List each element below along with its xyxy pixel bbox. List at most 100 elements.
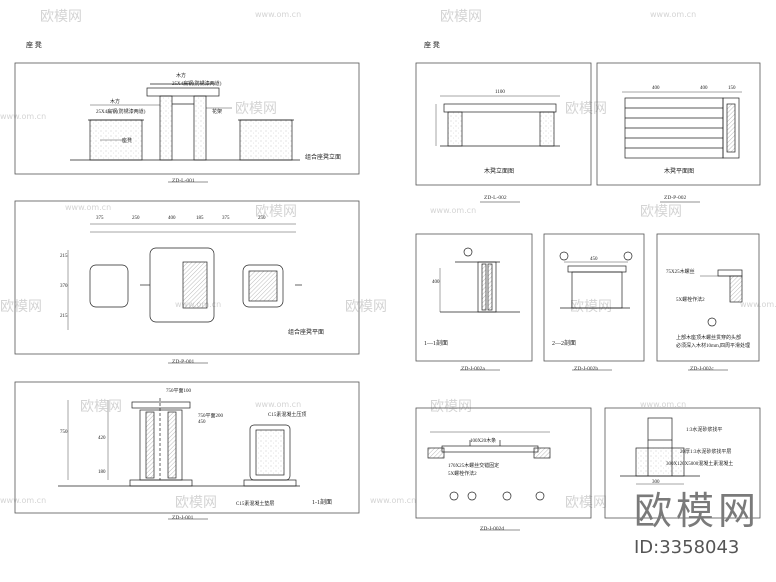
dimension: 400 (168, 216, 176, 221)
brand-name: 欧模网 (633, 489, 760, 533)
watermark-brand: 欧模网 (440, 9, 482, 25)
annotation: 20厚1:3水泥砂浆找平层 (680, 450, 732, 455)
watermark-brand: 欧模网 (565, 495, 607, 511)
drawing-code: ZD-J-002a (461, 366, 485, 372)
dimension: 375 (96, 216, 104, 221)
annotation: 5X螺栓作法2 (676, 298, 705, 303)
annotation: 必须深入木材10mm,四周平滑处理 (676, 344, 751, 349)
dimension: 375 (222, 216, 230, 221)
annotation: 750平面100 (166, 389, 192, 394)
drawing-code: ZD-J-002d (480, 526, 505, 532)
watermark-url: www.om.cn (65, 203, 112, 212)
dimension: 150 (728, 86, 736, 91)
dimension: 400 (432, 280, 440, 285)
watermark-url: www.om.cn (430, 206, 477, 215)
title-section-11: 1-1剖面 (312, 500, 332, 506)
dimension: 185 (196, 216, 204, 221)
annotation: 1:3水泥砂浆找平 (686, 428, 723, 433)
combo-plan-drawing (67, 223, 302, 330)
watermark-brand: 欧模网 (255, 204, 297, 220)
dimension: 750 (60, 430, 68, 435)
annotation: 上部木座顶木螺丝贯穿的头部 (676, 336, 742, 341)
frame-section (14, 381, 360, 514)
wood-plan-drawing (622, 91, 742, 159)
watermark-url: www.om.cn (640, 400, 687, 409)
panel-frames (14, 62, 761, 519)
title-section-a: 1—1剖面 (424, 341, 449, 347)
watermark-url: www.om.cn (740, 300, 776, 309)
annotation: 25X4扁钢(防锈漆两道) (172, 82, 222, 87)
frame-detail-d (415, 407, 592, 519)
watermark-url: www.om.cn (255, 10, 302, 19)
dimension: 300 (652, 480, 660, 485)
dimension: 400 (652, 86, 660, 91)
watermark-brand: 欧模网 (175, 495, 217, 511)
title-wood-elevation: 木凳立面图 (484, 169, 515, 175)
watermark-brand: 欧模网 (345, 299, 387, 315)
dimension: 215 (60, 254, 68, 259)
drawing-code: ZD-P-001 (172, 359, 195, 365)
annotation: 300X120X5000混凝土素混凝土 (666, 462, 734, 467)
frame-wood-elevation (415, 62, 592, 186)
frame-section-a (415, 233, 533, 362)
watermark-brand: 欧模网 (235, 101, 277, 117)
title-combo-elevation: 组合座凳立面 (305, 155, 342, 161)
dimension: 250 (132, 216, 140, 221)
annotation: 25X4扁钢(防锈漆两道) (96, 110, 146, 115)
dimension: 180 (98, 470, 106, 475)
watermark-url: www.om.cn (255, 400, 302, 409)
drawing-code: ZD-L-001 (172, 178, 195, 184)
frame-detail-e (604, 407, 761, 519)
annotation: C15素混凝土压顶 (268, 413, 307, 418)
watermark-brand: 欧模网 (80, 399, 122, 415)
title-combo-plan: 组合座凳平面 (288, 330, 325, 336)
wood-elevation-drawing (435, 95, 560, 147)
annotation: C15素混凝土垫层 (236, 502, 275, 507)
annotation: 木方 (176, 74, 187, 79)
watermark-brand: 欧模网 (640, 204, 682, 220)
brand-block: 欧模网 ID:3358043 (634, 480, 760, 558)
annotation: 100X20木条 (470, 439, 497, 444)
sheet-header-left: 座 凳 (26, 41, 42, 49)
dimension: 1100 (495, 90, 505, 95)
frame-section-c (656, 233, 760, 362)
frame-section-b (543, 233, 645, 362)
title-wood-plan: 木凳平面图 (664, 169, 695, 175)
detail-d-drawing (427, 431, 551, 501)
annotation: 花架 (212, 110, 223, 115)
frame-wood-plan (596, 62, 761, 186)
watermark-url: www.om.cn (370, 496, 417, 505)
dimension: 215 (60, 314, 68, 319)
dimension: 420 (98, 436, 106, 441)
drawing-code: ZD-J-002c (690, 366, 714, 372)
watermark-url: www.om.cn (0, 112, 47, 121)
frame-combo-elevation (14, 62, 360, 175)
annotation: 木方 (110, 100, 121, 105)
drawing-code: ZD-L-002 (484, 195, 507, 201)
section-c-drawing (700, 269, 743, 327)
section-drawing (58, 398, 300, 487)
title-section-b: 2—2剖面 (552, 341, 577, 347)
watermark-brand: 欧模网 (565, 101, 607, 117)
annotation: 750平面200 (198, 414, 224, 419)
sheet-header-right: 座 凳 (424, 41, 440, 49)
combo-elevation-drawing (70, 83, 300, 161)
watermark-brand: 欧模网 (0, 299, 42, 315)
watermark-url: www.om.cn (0, 496, 47, 505)
drawing-code: ZD-J-001 (172, 515, 194, 521)
annotation: 75X25木螺丝 (666, 270, 695, 275)
dimension: 450 (590, 257, 598, 262)
annotation: 5X螺栓作法2 (448, 472, 477, 477)
dimension: 400 (700, 86, 708, 91)
section-a-drawing (439, 247, 520, 313)
drawing-code: ZD-P-002 (664, 195, 687, 201)
annotation: 座凳 (122, 139, 133, 144)
asset-id: ID:3358043 (633, 537, 740, 558)
watermark-brand: 欧模网 (430, 399, 472, 415)
dimension: 370 (60, 284, 68, 289)
watermark-brand: 欧模网 (40, 9, 82, 25)
drawing-code: ZD-J-002b (574, 366, 599, 372)
annotation: 450 (198, 420, 206, 425)
